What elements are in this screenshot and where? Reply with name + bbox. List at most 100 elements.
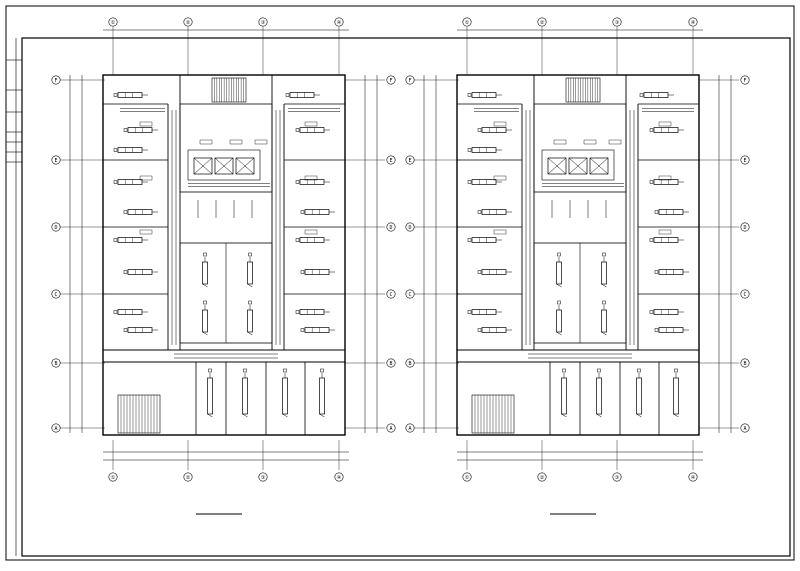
annotation-box — [658, 121, 672, 127]
fan-coil-unit-icon — [467, 179, 502, 185]
fan-coil-unit-icon — [477, 127, 512, 133]
grid-bubble-icon: A — [740, 423, 750, 433]
grid-bubble-icon: ④ — [688, 17, 698, 27]
annotation-box — [199, 139, 213, 145]
fan-coil-unit-icon — [596, 368, 602, 418]
fan-coil-unit-icon — [285, 92, 320, 98]
exterior-wall — [102, 74, 346, 436]
fan-coil-unit-icon — [649, 127, 684, 133]
annotation-box — [229, 139, 243, 145]
grid-bubble-icon: E — [740, 155, 750, 165]
grid-bubble-icon: ② — [537, 472, 547, 482]
annotation-box — [304, 175, 318, 181]
grid-bubble-label: E — [408, 158, 411, 164]
grid-bubble-label: D — [389, 225, 392, 231]
air-handling-unit-icon — [547, 157, 567, 175]
fan-coil-unit-icon — [477, 327, 512, 333]
fan-coil-unit-icon — [113, 147, 148, 153]
sheet-inner-frame — [21, 37, 791, 557]
duct-run — [174, 353, 278, 359]
grid-bubble-label: E — [389, 158, 392, 164]
fan-coil-unit-icon — [202, 252, 208, 288]
grid-bubble-label: C — [389, 292, 392, 298]
grid-bubble-icon: D — [405, 222, 415, 232]
grid-bubble-icon: ③ — [258, 472, 268, 482]
core-room — [533, 103, 627, 193]
grid-bubble-icon: ③ — [612, 17, 622, 27]
fan-coil-unit-icon — [654, 209, 689, 215]
fan-coil-unit-icon — [639, 92, 674, 98]
duct-run — [525, 110, 531, 345]
grid-bubble-icon: B — [405, 358, 415, 368]
grid-bubble-label: ③ — [261, 20, 266, 26]
fan-coil-unit-icon — [300, 209, 335, 215]
stair-icon — [565, 77, 601, 103]
grid-bubble-label: ③ — [615, 475, 620, 481]
grid-bubble-icon: C — [386, 289, 396, 299]
fan-coil-unit-icon — [123, 127, 158, 133]
grid-bubble-icon: ① — [108, 472, 118, 482]
stair-icon — [471, 394, 515, 434]
grid-bubble-label: ② — [540, 475, 545, 481]
annotation-box — [608, 139, 622, 145]
duct-run — [528, 353, 632, 359]
fan-coil-unit-icon — [295, 309, 330, 315]
fan-coil-unit-icon — [113, 179, 148, 185]
grid-bubble-icon: D — [386, 222, 396, 232]
grid-bubble-label: ① — [465, 20, 470, 26]
fan-coil-unit-icon — [649, 179, 684, 185]
annotation-box — [493, 121, 507, 127]
fan-coil-unit-icon — [113, 237, 148, 243]
grid-bubble-label: A — [408, 426, 411, 432]
grid-bubble-icon: ② — [183, 17, 193, 27]
duct-run — [120, 108, 165, 112]
grid-bubble-label: D — [54, 225, 57, 231]
grid-bubble-label: ② — [540, 20, 545, 26]
annotation-box — [304, 121, 318, 127]
air-handling-unit-icon — [589, 157, 609, 175]
grid-bubble-icon: E — [51, 155, 61, 165]
fan-coil-unit-icon — [295, 179, 330, 185]
stair-icon — [117, 394, 161, 434]
fan-coil-unit-icon — [467, 147, 502, 153]
duct-run — [288, 108, 340, 112]
annotation-box — [553, 139, 567, 145]
grid-bubble-icon: ③ — [258, 17, 268, 27]
air-handling-unit-icon — [235, 157, 255, 175]
grid-bubble-label: C — [54, 292, 57, 298]
annotation-box — [658, 229, 672, 235]
grid-bubble-icon: B — [51, 358, 61, 368]
grid-bubble-icon: ① — [462, 17, 472, 27]
duct-run — [629, 110, 635, 345]
grid-bubble-icon: ② — [537, 17, 547, 27]
grid-bubble-label: ④ — [337, 475, 342, 481]
annotation-box — [304, 229, 318, 235]
grid-bubble-label: ① — [465, 475, 470, 481]
grid-bubble-label: ④ — [691, 20, 696, 26]
fan-coil-unit-icon — [636, 368, 642, 418]
grid-bubble-icon: E — [386, 155, 396, 165]
fan-coil-unit-icon — [300, 269, 335, 275]
grid-bubble-icon: ④ — [334, 17, 344, 27]
fan-coil-unit-icon — [467, 309, 502, 315]
grid-bubble-label: ① — [111, 20, 116, 26]
fan-coil-unit-icon — [295, 127, 330, 133]
fan-coil-unit-icon — [207, 368, 213, 418]
grid-bubble-label: ② — [186, 475, 191, 481]
fan-coil-unit-icon — [601, 300, 607, 336]
grid-bubble-label: ③ — [261, 475, 266, 481]
stair-icon — [211, 77, 247, 103]
grid-bubble-icon: ② — [183, 472, 193, 482]
grid-bubble-icon: E — [405, 155, 415, 165]
exterior-wall — [456, 74, 700, 436]
title-block-strip — [6, 38, 22, 556]
grid-bubble-label: F — [54, 78, 57, 84]
grid-bubble-label: B — [389, 361, 392, 367]
fan-coil-unit-icon — [295, 237, 330, 243]
grid-bubble-icon: B — [386, 358, 396, 368]
fan-coil-unit-icon — [467, 237, 502, 243]
grid-bubble-icon: ① — [108, 17, 118, 27]
